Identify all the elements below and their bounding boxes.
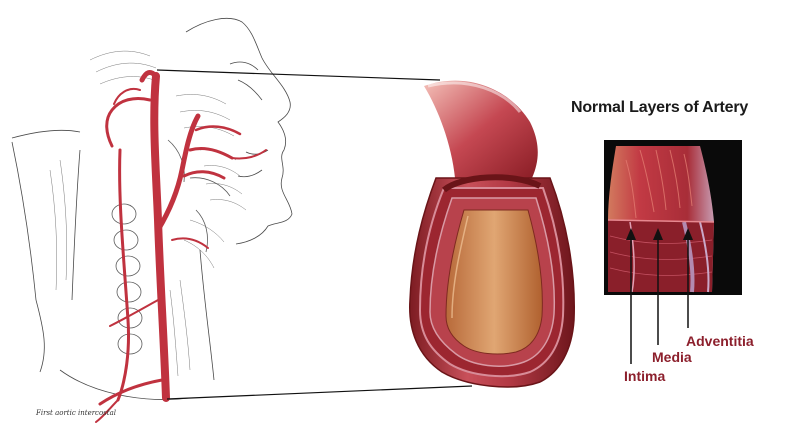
diagram-title: Normal Layers of Artery: [571, 99, 748, 117]
head-neck-anatomy-illustration: [12, 18, 292, 422]
artery-layers-closeup-illustration: [604, 140, 742, 364]
illustration-caption: First aortic intercostal: [36, 409, 116, 417]
artery-cross-section-illustration: [410, 81, 575, 387]
layer-label-intima: Intima: [624, 368, 665, 384]
layer-label-media: Media: [652, 349, 692, 365]
layer-label-adventitia: Adventitia: [686, 333, 754, 349]
